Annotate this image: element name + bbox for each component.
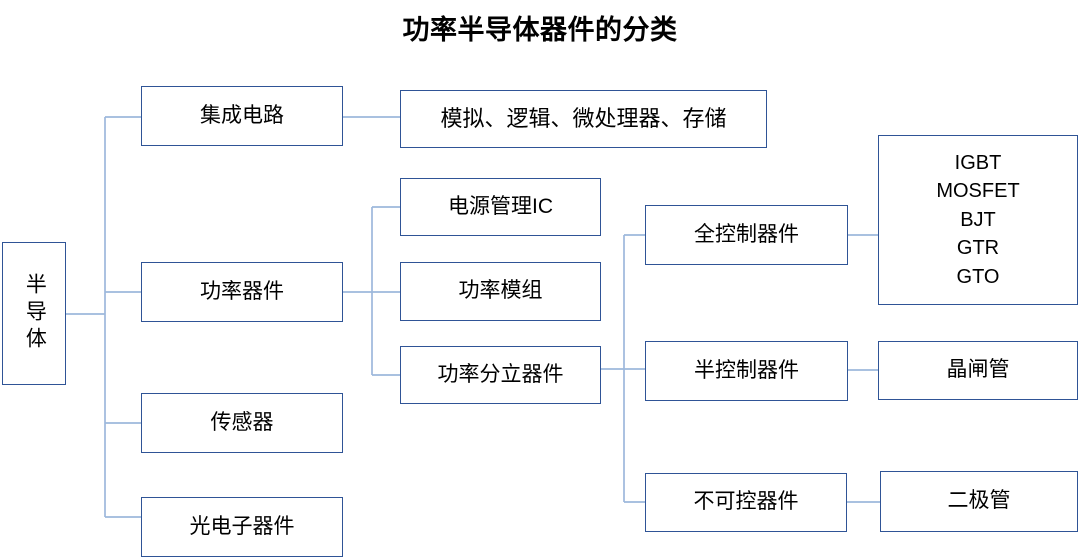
node-integrated-circuit[interactable]: 集成电路 bbox=[141, 86, 343, 146]
node-power-management-ic[interactable]: 电源管理IC bbox=[400, 178, 601, 236]
node-optoelectronic-device[interactable]: 光电子器件 bbox=[141, 497, 343, 557]
part-mosfet: MOSFET bbox=[936, 180, 1020, 203]
node-power-discrete-device[interactable]: 功率分立器件 bbox=[400, 346, 601, 404]
node-power-module[interactable]: 功率模组 bbox=[400, 262, 601, 321]
node-uncontrolled-device[interactable]: 不可控器件 bbox=[645, 473, 847, 532]
node-fully-controlled-device[interactable]: 全控制器件 bbox=[645, 205, 848, 265]
part-igbt: IGBT bbox=[954, 152, 1002, 175]
node-half-controlled-device[interactable]: 半控制器件 bbox=[645, 341, 848, 401]
node-sensor[interactable]: 传感器 bbox=[141, 393, 343, 453]
part-gtr: GTR bbox=[956, 237, 1000, 260]
node-ic-categories[interactable]: 模拟、逻辑、微处理器、存储 bbox=[400, 90, 767, 148]
node-diode[interactable]: 二极管 bbox=[880, 471, 1078, 532]
node-root-semiconductor[interactable]: 半导体 bbox=[2, 242, 66, 385]
page-title: 功率半导体器件的分类 bbox=[402, 15, 678, 45]
part-bjt: BJT bbox=[960, 208, 996, 231]
node-thyristor[interactable]: 晶闸管 bbox=[878, 341, 1078, 400]
node-fully-controlled-parts[interactable]: IGBT MOSFET BJT GTR GTO bbox=[878, 135, 1078, 305]
part-gto: GTO bbox=[956, 265, 1000, 288]
node-power-device[interactable]: 功率器件 bbox=[141, 262, 343, 322]
